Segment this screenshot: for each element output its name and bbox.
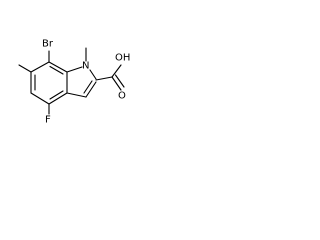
bond-c6-c7 [30,61,50,73]
bond-c3a-c4 [48,92,68,105]
bond-n-c2 [89,69,97,80]
bond-c7a-n [66,66,83,73]
bond-c2-carboxyl [95,76,113,81]
bromine-label: Br [42,39,54,50]
bond-c3-c3a [66,92,87,98]
fluorine-label: F [45,115,51,126]
bond-carboxyl-o [111,76,122,91]
bond-c6-methyl [18,64,32,73]
hydroxyl-label: OH [115,53,130,64]
bond-c2-c3 [85,81,97,98]
double-bond-c2-c3 [83,80,93,94]
bond-c4-c5 [30,92,50,105]
nitrogen-label: N [82,61,89,72]
double-bond-c3a-c4 [49,90,64,100]
bond-c7-c7a [48,61,68,73]
structure-canvas: Br N OH O F [0,0,152,152]
substituents [18,47,125,115]
molecule-drawing: Br N OH O F [18,39,130,126]
bond-carboxyl-oh [111,64,122,78]
double-bond-carboxyl-o [114,74,125,88]
benzene-ring [30,61,68,105]
pyrrole-ring [66,66,97,98]
oxygen-label: O [118,91,126,102]
double-bond-c7-c7a [49,65,64,75]
